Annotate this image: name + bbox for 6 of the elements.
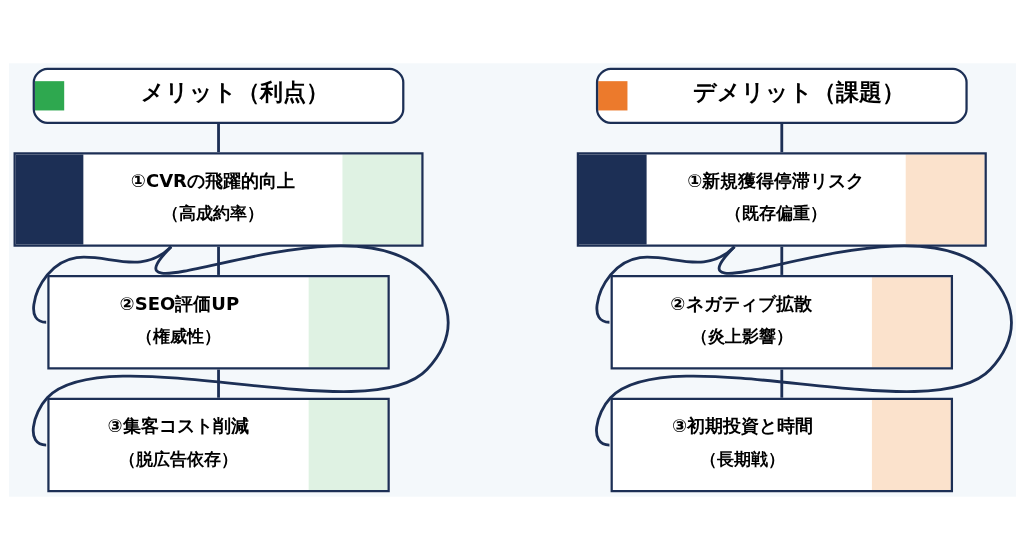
connector <box>216 246 220 275</box>
connector <box>779 369 783 398</box>
connector <box>779 123 783 152</box>
connector <box>779 246 783 275</box>
connector <box>216 123 220 152</box>
connector <box>216 369 220 398</box>
